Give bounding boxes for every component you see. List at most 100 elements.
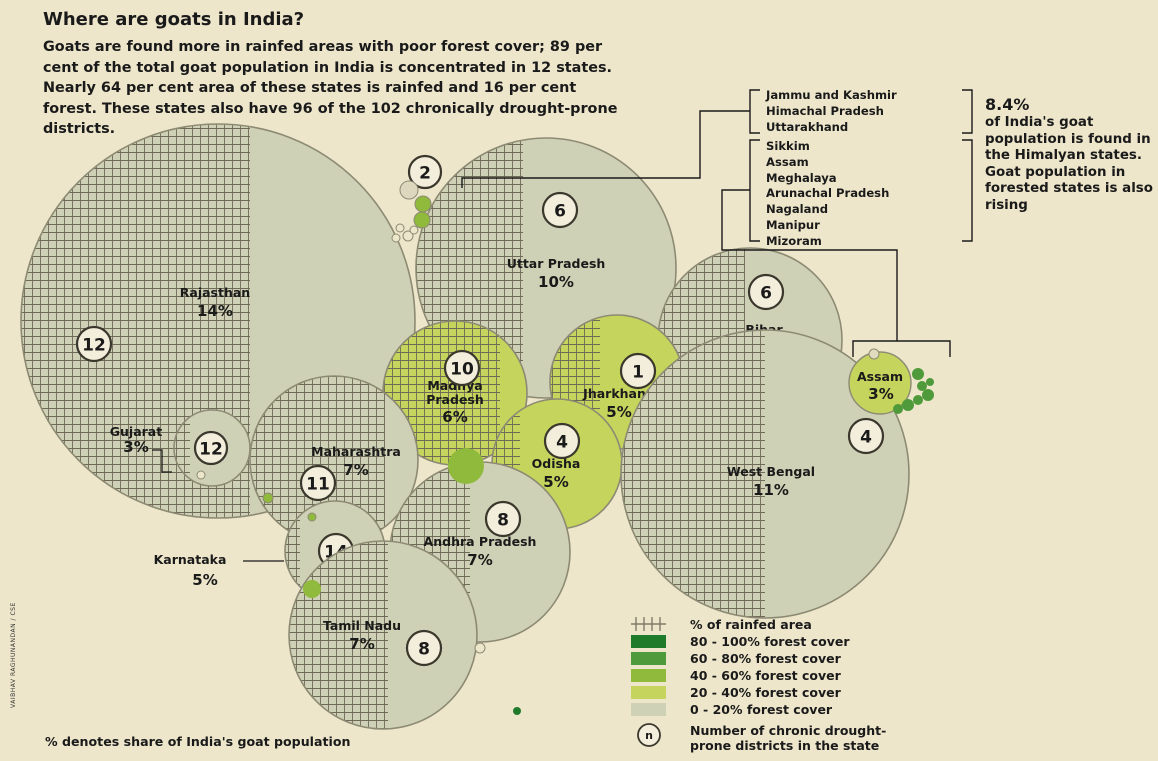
legend-label: 40 - 60% forest cover bbox=[690, 668, 842, 683]
state-share: 11% bbox=[753, 481, 789, 499]
credit: VAIBHAV RAGHUNANDAN / CSE bbox=[10, 602, 17, 708]
small-state-dot bbox=[262, 492, 274, 504]
legend-swatch bbox=[631, 703, 666, 716]
badge-legend-symbol: n bbox=[645, 729, 653, 742]
badge-ring bbox=[747, 273, 785, 311]
bracket bbox=[749, 89, 760, 134]
legend-label: prone districts in the state bbox=[690, 738, 879, 753]
bracket bbox=[852, 340, 951, 357]
small-state-dot bbox=[409, 225, 419, 235]
state-bubble: 12 bbox=[173, 409, 251, 487]
badge-ring bbox=[619, 352, 657, 390]
bracket bbox=[962, 139, 973, 242]
rainfed-legend-symbol bbox=[631, 617, 666, 631]
district-count-badge: 4 bbox=[543, 422, 581, 460]
small-state-dot bbox=[402, 230, 414, 242]
state-share: 3% bbox=[123, 438, 148, 456]
badge-number: 2 bbox=[419, 164, 431, 184]
state-share: 10% bbox=[538, 273, 574, 291]
small-state-dot bbox=[913, 395, 923, 405]
small-state-dot bbox=[893, 404, 903, 414]
small-state-dot bbox=[917, 381, 927, 391]
small-state-dot bbox=[414, 195, 432, 213]
small-state-dot bbox=[196, 470, 206, 480]
legend-label: 0 - 20% forest cover bbox=[690, 702, 833, 717]
state-name: Jharkhand bbox=[582, 386, 655, 401]
himalayan-percent: 8.4% bbox=[985, 95, 1030, 114]
district-count-badge: 10 bbox=[443, 349, 481, 387]
badge-ring bbox=[193, 430, 229, 466]
small-state-dot bbox=[399, 180, 419, 200]
badge-number: 11 bbox=[306, 475, 330, 495]
legend-label: 20 - 40% forest cover bbox=[690, 685, 842, 700]
small-state-dot bbox=[902, 399, 914, 411]
legend-label: 80 - 100% forest cover bbox=[690, 634, 850, 649]
badge-ring bbox=[75, 325, 113, 363]
district-count-badge: 12 bbox=[75, 325, 113, 363]
northeast-group-item: Arunachal Pradesh bbox=[766, 186, 890, 201]
himalayan-note: 8.4% of India's goat population is found… bbox=[985, 95, 1155, 214]
small-state-dot bbox=[448, 448, 484, 484]
badge-number: 4 bbox=[556, 433, 568, 453]
state-share: 5% bbox=[543, 473, 568, 491]
badge-ring bbox=[299, 464, 337, 502]
state-share: 3% bbox=[868, 385, 893, 403]
badge-ring bbox=[543, 422, 581, 460]
legend-label: % of rainfed area bbox=[690, 617, 812, 632]
bubble-outline bbox=[173, 409, 251, 487]
small-state-dot bbox=[474, 642, 486, 654]
state-name: Maharashtra bbox=[311, 444, 401, 459]
small-state-dot bbox=[413, 211, 431, 229]
badge-number: 6 bbox=[554, 202, 566, 222]
small-state-dot bbox=[513, 707, 521, 715]
intro-text: Goats are found more in rainfed areas wi… bbox=[43, 39, 618, 137]
connector-line bbox=[721, 189, 898, 341]
connector-line bbox=[461, 110, 750, 188]
state-name: Gujarat bbox=[110, 424, 162, 439]
district-count-badge: 2 bbox=[407, 154, 443, 190]
legend: % of rainfed area 80 - 100% forest cover 6… bbox=[631, 617, 886, 753]
small-state-dot bbox=[922, 389, 934, 401]
state-name: Andhra Pradesh bbox=[424, 534, 537, 549]
badge-number: 8 bbox=[497, 511, 509, 531]
north-group-list: Jammu and Kashmir Himachal Pradesh Uttar… bbox=[766, 88, 897, 135]
state-share: 6% bbox=[442, 408, 467, 426]
northeast-group-item: Manipur bbox=[766, 217, 820, 232]
badge-ring bbox=[484, 500, 522, 538]
badge-ring bbox=[443, 349, 481, 387]
forest-cover-fill bbox=[848, 351, 912, 415]
small-state-dot bbox=[395, 223, 405, 233]
badge-legend-ring bbox=[637, 723, 661, 747]
northeast-group-item: Mizoram bbox=[766, 233, 822, 248]
badge-number: 6 bbox=[760, 284, 772, 304]
badge-number: 1 bbox=[632, 363, 644, 383]
district-count-badge: 6 bbox=[541, 191, 579, 229]
state-name: Assam bbox=[857, 369, 903, 384]
bracket bbox=[962, 89, 973, 134]
legend-label: 60 - 80% forest cover bbox=[690, 651, 842, 666]
state-share: 5% bbox=[606, 403, 631, 421]
state-share: 7% bbox=[343, 461, 368, 479]
small-state-dot bbox=[926, 378, 934, 386]
state-name: Rajasthan bbox=[180, 285, 250, 300]
state-name: West Bengal bbox=[727, 464, 815, 479]
state-name: Tamil Nadu bbox=[323, 618, 401, 633]
district-count-badge: 1 bbox=[619, 352, 657, 390]
northeast-group-item: Sikkim bbox=[766, 139, 810, 153]
small-state-dot bbox=[391, 233, 401, 243]
infographic-title: Where are goats in India? bbox=[43, 9, 305, 30]
badge-ring bbox=[847, 417, 885, 455]
bracket bbox=[749, 139, 760, 242]
himalayan-text: of India's goat population is found in t… bbox=[985, 115, 1153, 213]
district-count-badge: 12 bbox=[193, 430, 229, 466]
badge-ring bbox=[407, 154, 443, 190]
legend-swatch bbox=[631, 652, 666, 665]
district-count-badge: 8 bbox=[484, 500, 522, 538]
state-share: 7% bbox=[467, 551, 492, 569]
badge-number: 8 bbox=[418, 640, 430, 660]
state-share: 5% bbox=[192, 571, 217, 589]
